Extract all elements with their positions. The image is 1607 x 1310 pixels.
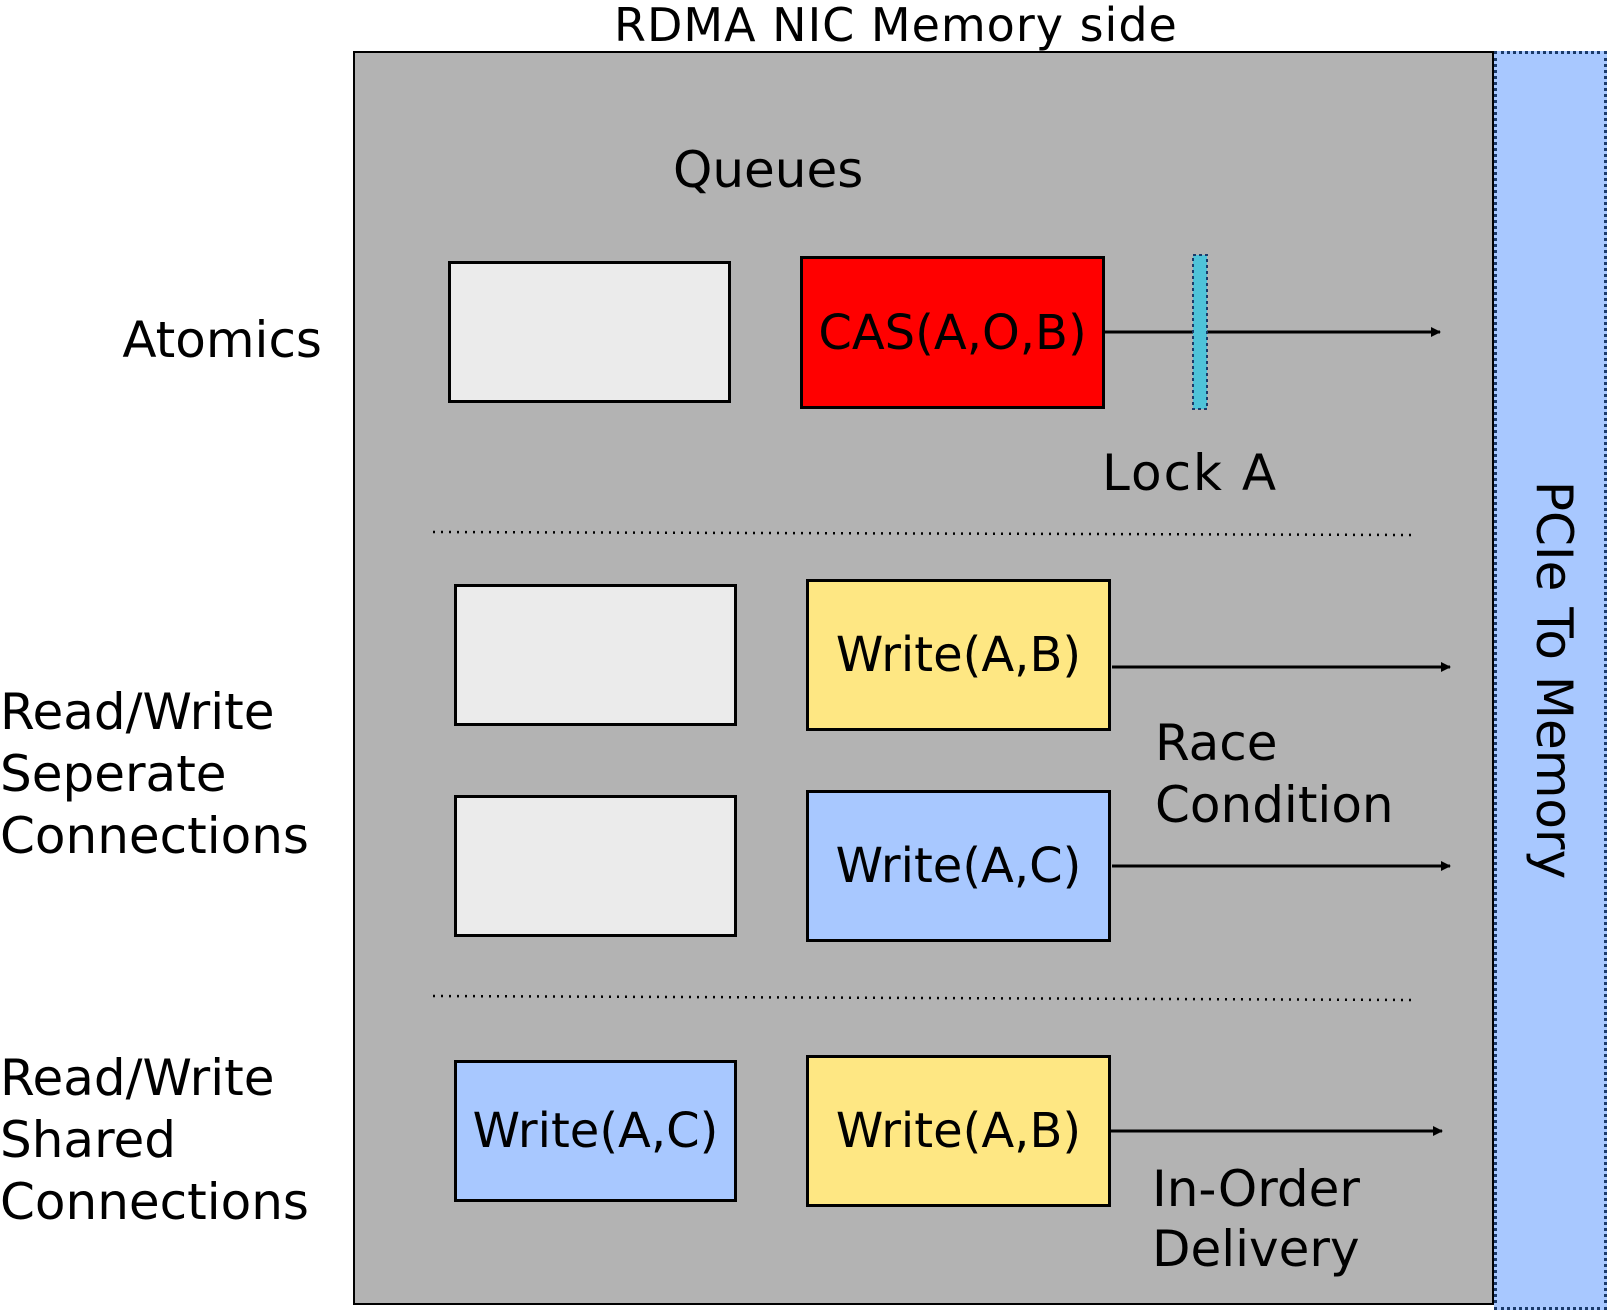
empty-queue-slot	[448, 261, 731, 403]
divider-1	[432, 530, 1414, 537]
write-ab-box: Write(A,B)	[806, 1055, 1111, 1207]
note-line: Delivery	[1152, 1220, 1360, 1278]
diagram-title: RDMA NIC Memory side	[614, 0, 1178, 52]
row-label-line: Read/Write	[0, 1049, 275, 1107]
lock-bar	[1192, 254, 1208, 410]
queues-label: Queues	[673, 141, 864, 199]
cas-operation-box: CAS(A,O,B)	[800, 256, 1105, 409]
row-label-line: Seperate	[0, 745, 227, 803]
note-line: Race	[1155, 714, 1278, 772]
lock-note: Lock A	[1102, 444, 1279, 502]
row-label-line: Read/Write	[0, 683, 275, 741]
note-line: In-Order	[1152, 1160, 1360, 1218]
row-label-shared: Read/Write Shared Connections	[0, 1047, 322, 1233]
note-line: Condition	[1155, 776, 1394, 834]
write-ac-box: Write(A,C)	[806, 790, 1111, 942]
divider-2	[432, 994, 1414, 1002]
write-ab-box: Write(A,B)	[806, 579, 1111, 731]
empty-queue-slot	[454, 795, 737, 937]
empty-queue-slot	[454, 584, 737, 726]
row-label-atomics: Atomics	[0, 309, 322, 371]
row-label-separate: Read/Write Seperate Connections	[0, 681, 322, 867]
row-label-line: Atomics	[122, 311, 322, 369]
row-label-line: Connections	[0, 1173, 309, 1231]
race-condition-note: Race Condition	[1155, 712, 1394, 836]
row-label-line: Connections	[0, 807, 309, 865]
pcie-column	[1494, 51, 1607, 1310]
write-ac-box: Write(A,C)	[454, 1060, 737, 1202]
row-label-line: Shared	[0, 1111, 177, 1169]
in-order-note: In-Order Delivery	[1152, 1159, 1360, 1279]
